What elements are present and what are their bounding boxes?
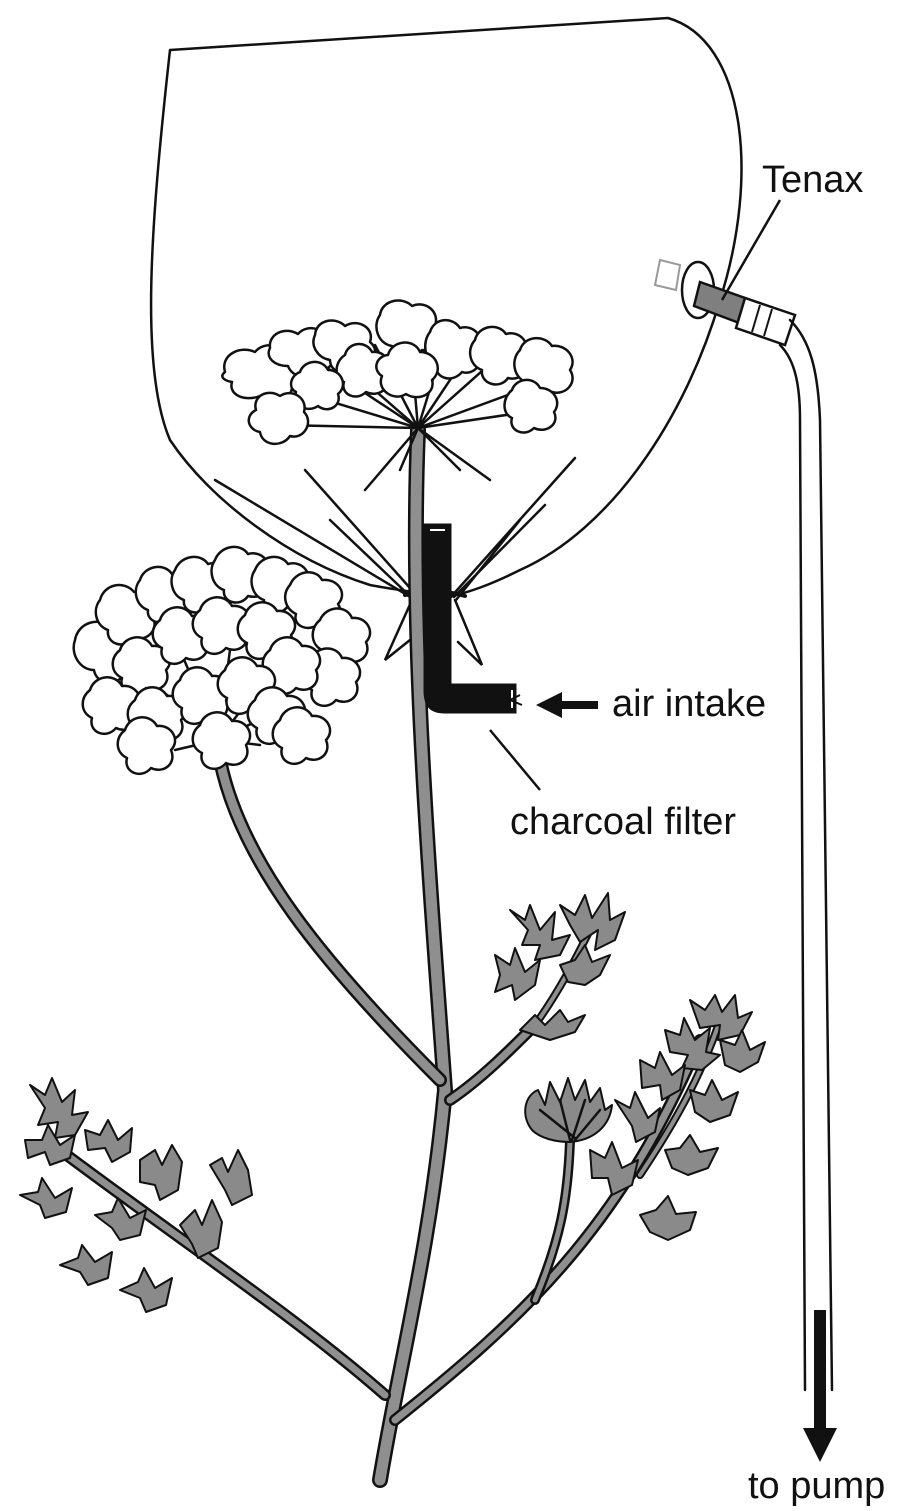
pump-tubing (780, 320, 832, 1390)
left-leaf (20, 1078, 252, 1312)
tenax-cartridge (655, 260, 795, 345)
tenax-label: Tenax (762, 159, 863, 201)
upper-right-leaf (495, 893, 625, 1040)
tenax-leader (722, 200, 780, 300)
flower-bud (525, 1078, 612, 1142)
charcoal-filter (425, 525, 522, 712)
air-intake-arrow (536, 692, 598, 718)
charcoal-filter-label: charcoal filter (510, 801, 736, 843)
charcoal-filter-leader (490, 730, 540, 790)
sampling-bag (151, 18, 741, 598)
upper-umbel (222, 300, 572, 490)
lower-umbel (74, 547, 370, 774)
air-intake-label: air intake (612, 683, 766, 725)
to-pump-label: to pump (748, 1465, 885, 1507)
